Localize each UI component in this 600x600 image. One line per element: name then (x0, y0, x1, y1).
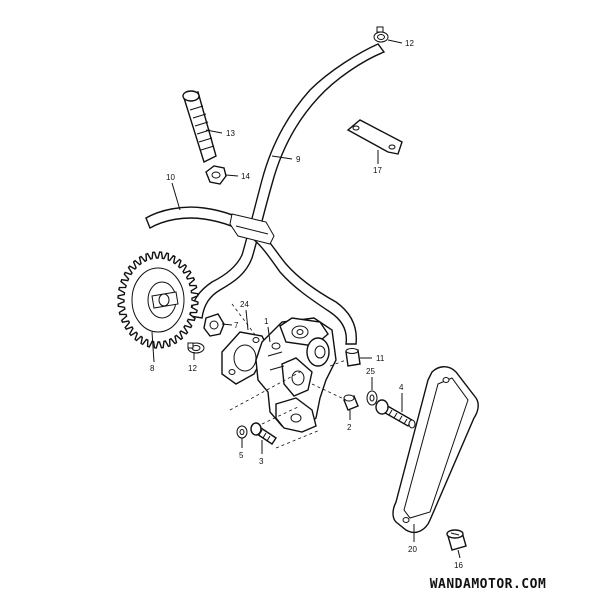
banjo-bolt-13 (182, 90, 217, 163)
bracket-17 (346, 119, 403, 155)
callout-4: 4 (399, 383, 404, 392)
callout-8: 8 (150, 364, 155, 373)
callout-12-left: 12 (188, 364, 197, 373)
screw-16 (446, 529, 467, 551)
callout-12-top: 12 (405, 39, 414, 48)
oil-hose-9 (189, 43, 386, 319)
callout-24: 24 (240, 300, 249, 309)
oil-pump-1 (255, 317, 337, 433)
hose-clip-12-top (373, 26, 389, 43)
callout-10: 10 (166, 173, 175, 182)
callout-labels: 12 13 9 17 10 14 24 7 1 8 12 11 25 4 2 5… (150, 39, 463, 570)
leader-lines (151, 39, 461, 559)
bolt-3 (250, 422, 277, 445)
nut-14 (205, 165, 227, 185)
hose-clip-12-left (187, 342, 205, 354)
callout-3: 3 (259, 457, 264, 466)
fitting-7 (203, 313, 225, 337)
fitting-11 (345, 348, 361, 367)
screw-2 (343, 394, 359, 411)
washer-5 (236, 425, 248, 439)
callout-25: 25 (366, 367, 375, 376)
assembly-guide-lines (229, 303, 347, 449)
callout-7: 7 (234, 321, 239, 330)
gasket-24 (221, 331, 269, 385)
watermark-text: WANDAMOTOR.COM (430, 577, 547, 592)
hose-bracket (229, 213, 275, 245)
callout-13: 13 (226, 129, 235, 138)
washer-25 (366, 390, 378, 406)
callout-17: 17 (373, 166, 382, 175)
callout-11: 11 (376, 354, 385, 363)
callout-2: 2 (347, 423, 352, 432)
callout-16: 16 (454, 561, 463, 570)
cover-gasket-20 (392, 366, 479, 534)
callout-9: 9 (296, 155, 301, 164)
pump-drive-gear-8 (117, 251, 199, 349)
callout-20: 20 (408, 545, 417, 554)
callout-14: 14 (241, 172, 250, 181)
bolt-4 (375, 399, 416, 429)
callout-1: 1 (264, 317, 269, 326)
callout-5: 5 (239, 451, 244, 460)
